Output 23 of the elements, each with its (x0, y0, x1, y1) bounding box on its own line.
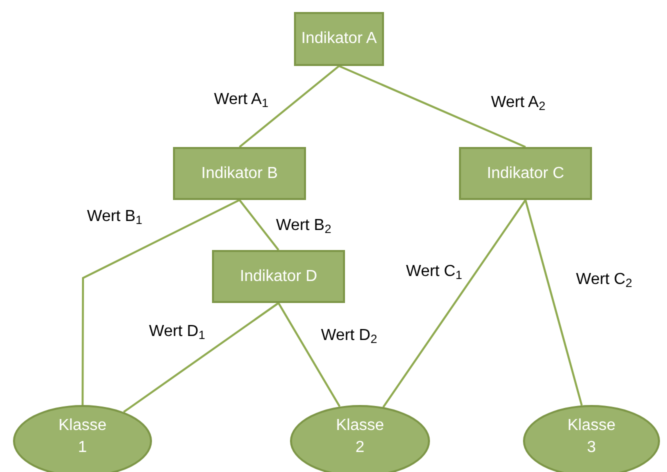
class-ellipse: Klasse 3 (523, 405, 660, 472)
edge-label: Wert D$_{2}$ (320, 326, 378, 346)
indicator-box: Indikator C (459, 147, 592, 200)
indicator-box: Indikator B (173, 147, 306, 200)
indicator-box: Indikator D (212, 250, 345, 303)
edge-label: Wert B$_{1}$ (86, 207, 144, 227)
class-ellipse: Klasse 2 (290, 405, 430, 472)
connector-line (382, 199, 526, 408)
connector-line (524, 200, 583, 406)
connector-line (82, 199, 240, 405)
edge-label: Wert D$_{1}$ (148, 322, 206, 342)
edge-label: Wert A$_{1}$ (213, 90, 270, 110)
connector-line (278, 302, 341, 408)
connector-line (238, 65, 340, 148)
connector-line (238, 199, 280, 251)
class-ellipse: Klasse 1 (13, 405, 152, 472)
connector-line (338, 65, 526, 148)
edge-label: Wert A$_{2}$ (490, 93, 546, 113)
connector-line (123, 302, 280, 413)
edge-label: Wert B$_{2}$ (275, 216, 332, 236)
edge-label: Wert C$_{2}$ (575, 270, 634, 290)
indicator-box: Indikator A (294, 12, 384, 66)
edge-label: Wert C$_{1}$ (405, 262, 464, 282)
